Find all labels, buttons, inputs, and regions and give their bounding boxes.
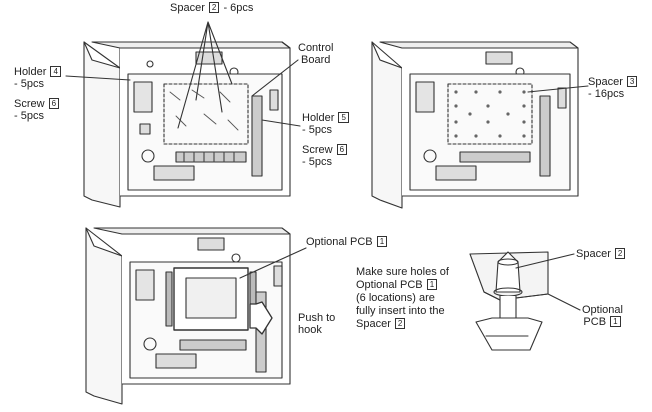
holder-text: Holder xyxy=(14,66,47,78)
part-number-badge: 1 xyxy=(610,316,621,327)
part-number-badge: 1 xyxy=(426,279,438,290)
optional-pcb-top-label: Optional PCB 1 xyxy=(306,236,388,248)
spacer-text: Spacer xyxy=(576,248,611,260)
instruction-line4: fully insert into the xyxy=(356,305,445,317)
quantity-text: - 5pcs xyxy=(14,78,44,90)
holder5-label: Holder 5 - 5pcs xyxy=(302,112,350,136)
optional-pcb-detail-label: Optional PCB 1 xyxy=(582,304,623,328)
push-line2: hook xyxy=(298,324,322,336)
part-number-badge: 6 xyxy=(48,98,60,109)
quantity-text: - 5pcs xyxy=(14,110,44,122)
holder4-label: Holder 4 - 5pcs xyxy=(14,66,62,90)
quantity-text: - 16pcs xyxy=(588,88,625,100)
spacer-detail xyxy=(469,251,581,351)
part-number-badge: 1 xyxy=(376,236,388,247)
part-number-badge: 2 xyxy=(614,248,626,259)
control-board-label: Control Board xyxy=(298,42,333,66)
enclosure-top-right xyxy=(371,41,589,209)
part-number-badge: 3 xyxy=(626,76,638,87)
quantity-text: - 5pcs xyxy=(302,156,332,168)
quantity-text: - 6pcs xyxy=(223,2,254,14)
push-to-hook-label: Push to hook xyxy=(298,312,335,336)
spacer-top-label: Spacer 2 - 6pcs xyxy=(170,2,253,14)
spacer-text: Spacer xyxy=(588,76,623,88)
instruction-line5: Spacer xyxy=(356,318,391,330)
part-number-badge: 5 xyxy=(338,112,349,123)
optional-line: Optional xyxy=(582,304,623,316)
spacer3-label: Spacer 3 - 16pcs xyxy=(588,76,638,100)
push-line1: Push to xyxy=(298,312,336,324)
screw6-right-label: Screw 6 - 5pcs xyxy=(302,144,348,168)
part-number-badge: 6 xyxy=(336,144,348,155)
screw-text: Screw xyxy=(14,98,45,110)
part-number-badge: 2 xyxy=(394,318,406,329)
spacer-detail-label: Spacer 2 xyxy=(576,248,626,260)
enclosure-top-left xyxy=(65,21,301,208)
part-number-badge: 4 xyxy=(50,66,61,77)
part-number-badge: 2 xyxy=(208,2,220,13)
pcb-line: PCB xyxy=(583,316,607,328)
enclosure-bottom-left xyxy=(85,227,307,405)
holder-text: Holder xyxy=(302,112,335,124)
spacer-text: Spacer xyxy=(170,2,205,14)
instruction-label: Make sure holes of Optional PCB 1 (6 loc… xyxy=(356,266,449,331)
instruction-line1: Make sure holes of xyxy=(356,266,449,278)
instruction-line2: Optional PCB xyxy=(356,279,423,291)
quantity-text: - 5pcs xyxy=(302,124,332,136)
instruction-line3: (6 locations) are xyxy=(356,292,435,304)
control-board-line1: Control xyxy=(298,42,334,54)
optional-pcb-text: Optional PCB xyxy=(306,236,373,248)
screw6-left-label: Screw 6 - 5pcs xyxy=(14,98,60,122)
screw-text: Screw xyxy=(302,144,333,156)
control-board-line2: Board xyxy=(301,54,331,66)
